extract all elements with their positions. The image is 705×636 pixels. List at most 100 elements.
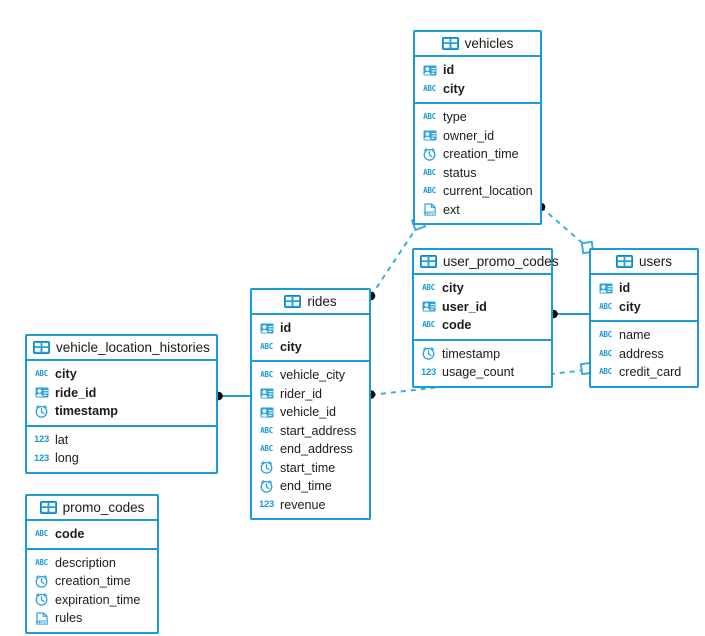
primary-key-block: ABC city ride_id timestamp [27, 361, 216, 427]
primary-key-block: ABC city user_id ABC code [414, 275, 551, 341]
field-name: status [443, 165, 477, 180]
columns-block: timestamp 123 usage_count [414, 341, 551, 386]
table-header: user_promo_codes [414, 250, 559, 275]
abc-icon: ABC [35, 557, 48, 567]
table-header: promo_codes [27, 496, 157, 521]
field-row[interactable]: 123 lat [27, 431, 216, 450]
table-name: user_promo_codes [443, 253, 559, 269]
123-icon: 123 [34, 434, 49, 445]
field-name: user_id [442, 299, 487, 314]
field-row[interactable]: ABC address [591, 345, 697, 364]
field-name: address [619, 346, 664, 361]
table-grid-icon [420, 255, 437, 268]
field-row[interactable]: vehicle_id [252, 403, 369, 422]
field-row[interactable]: JSON ext [415, 201, 540, 220]
field-name: creation_time [443, 147, 519, 162]
entity-table-promo-codes[interactable]: promo_codes ABC code ABC description cre… [25, 494, 159, 634]
field-name: long [55, 451, 79, 466]
entity-table-user-promo-codes[interactable]: user_promo_codes ABC city user_id ABC co… [412, 248, 559, 388]
field-row[interactable]: ABC end_address [252, 440, 369, 459]
field-row[interactable]: ABC city [415, 80, 540, 99]
table-name: vehicles [464, 35, 514, 51]
field-row[interactable]: start_time [252, 459, 369, 478]
entity-table-users[interactable]: users id ABC city ABC name ABC address [589, 248, 699, 388]
field-row[interactable]: ABC credit_card [591, 363, 697, 382]
field-row[interactable]: owner_id [415, 127, 540, 146]
field-name: end_address [280, 442, 353, 457]
field-name: owner_id [443, 128, 495, 143]
field-name: city [619, 299, 641, 314]
clock-icon [421, 347, 436, 361]
field-name: city [55, 367, 77, 382]
field-row[interactable]: ABC code [414, 316, 551, 335]
field-row[interactable]: ABC city [591, 298, 697, 317]
field-row[interactable]: id [252, 319, 369, 338]
entity-table-vehicles[interactable]: vehicles id ABC city ABC type [413, 30, 542, 225]
field-row[interactable]: expiration_time [27, 591, 157, 610]
columns-block: ABC name ABC address ABC credit_card [591, 322, 697, 386]
field-row[interactable]: 123 revenue [252, 496, 369, 515]
table-header: vehicles [415, 32, 540, 57]
field-row[interactable]: ABC current_location [415, 182, 540, 201]
field-row[interactable]: ABC city [252, 338, 369, 357]
field-row[interactable]: id [415, 61, 540, 80]
field-row[interactable]: creation_time [27, 572, 157, 591]
field-name: expiration_time [55, 592, 141, 607]
clock-icon [422, 147, 437, 161]
id-badge-icon [34, 386, 49, 400]
field-row[interactable]: ABC city [414, 279, 551, 298]
field-row[interactable]: id [591, 279, 697, 298]
field-row[interactable]: 123 usage_count [414, 363, 551, 382]
clock-icon [259, 479, 274, 493]
field-row[interactable]: ABC description [27, 554, 157, 573]
field-row[interactable]: ABC vehicle_city [252, 366, 369, 385]
field-row[interactable]: ABC status [415, 164, 540, 183]
abc-icon: ABC [599, 330, 612, 340]
json-file-icon: JSON [422, 203, 437, 217]
field-name: ext [443, 202, 460, 217]
field-name: start_time [280, 460, 336, 475]
field-name: credit_card [619, 365, 682, 380]
relationship-upc-users [549, 309, 589, 319]
field-name: usage_count [442, 365, 515, 380]
abc-icon: ABC [35, 529, 48, 539]
abc-icon: ABC [35, 369, 48, 379]
clock-icon [259, 461, 274, 475]
abc-icon: ABC [423, 112, 436, 122]
field-row[interactable]: JSON rules [27, 609, 157, 628]
field-name: id [619, 281, 631, 296]
table-grid-icon [33, 341, 50, 354]
id-badge-icon [259, 387, 274, 401]
field-name: city [442, 281, 464, 296]
abc-icon: ABC [423, 186, 436, 196]
field-name: start_address [280, 423, 357, 438]
field-row[interactable]: ABC city [27, 365, 216, 384]
entity-table-vehicle-location-histories[interactable]: vehicle_location_histories ABC city ride… [25, 334, 218, 474]
field-row[interactable]: ride_id [27, 384, 216, 403]
clock-icon [34, 574, 49, 588]
id-badge-icon [259, 321, 274, 335]
primary-key-block: id ABC city [252, 315, 369, 362]
field-row[interactable]: timestamp [414, 345, 551, 364]
field-name: code [55, 527, 85, 542]
field-row[interactable]: user_id [414, 298, 551, 317]
table-name: promo_codes [62, 499, 145, 515]
field-row[interactable]: 123 long [27, 449, 216, 468]
field-name: ride_id [55, 385, 97, 400]
field-row[interactable]: rider_id [252, 385, 369, 404]
field-row[interactable]: creation_time [415, 145, 540, 164]
field-row[interactable]: end_time [252, 477, 369, 496]
field-row[interactable]: ABC type [415, 108, 540, 127]
entity-table-rides[interactable]: rides id ABC city ABC vehicle_city [250, 288, 371, 520]
123-icon: 123 [259, 499, 274, 510]
field-name: creation_time [55, 574, 131, 589]
field-row[interactable]: ABC name [591, 326, 697, 345]
id-badge-icon [421, 300, 436, 314]
id-badge-icon [422, 129, 437, 143]
field-row[interactable]: ABC start_address [252, 422, 369, 441]
columns-block: ABC description creation_time expiration… [27, 550, 157, 632]
field-row[interactable]: ABC code [27, 525, 157, 544]
table-header: rides [252, 290, 369, 315]
field-row[interactable]: timestamp [27, 402, 216, 421]
